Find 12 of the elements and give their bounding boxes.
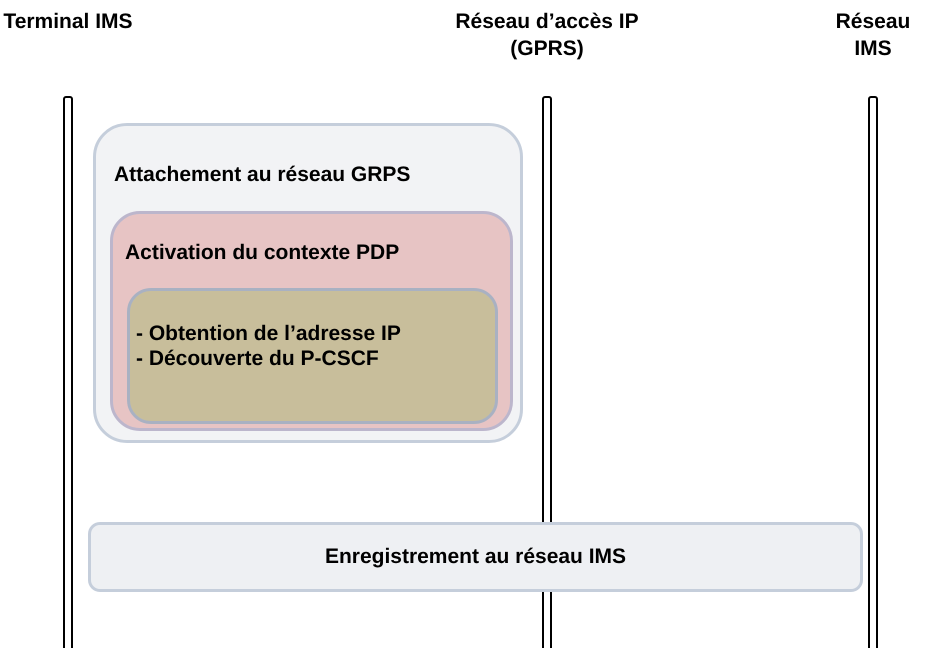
box-title: - Découverte du P-CSCF bbox=[136, 346, 380, 372]
lifeline-header: Réseau d’accès IP (GPRS) bbox=[427, 8, 667, 63]
phase-box bbox=[127, 288, 498, 424]
box-title: Enregistrement au réseau IMS bbox=[324, 544, 626, 570]
lifeline-header: Réseau IMS bbox=[818, 8, 926, 63]
lifeline-header: Terminal IMS bbox=[0, 8, 143, 36]
phase-box bbox=[88, 522, 863, 592]
box-title: Attachement au réseau GRPS bbox=[114, 162, 412, 188]
box-title: Activation du contexte PDP bbox=[125, 240, 400, 266]
phase-box bbox=[110, 211, 513, 431]
phase-box bbox=[93, 123, 523, 443]
box-title: - Obtention de l’adresse IP bbox=[136, 321, 402, 346]
